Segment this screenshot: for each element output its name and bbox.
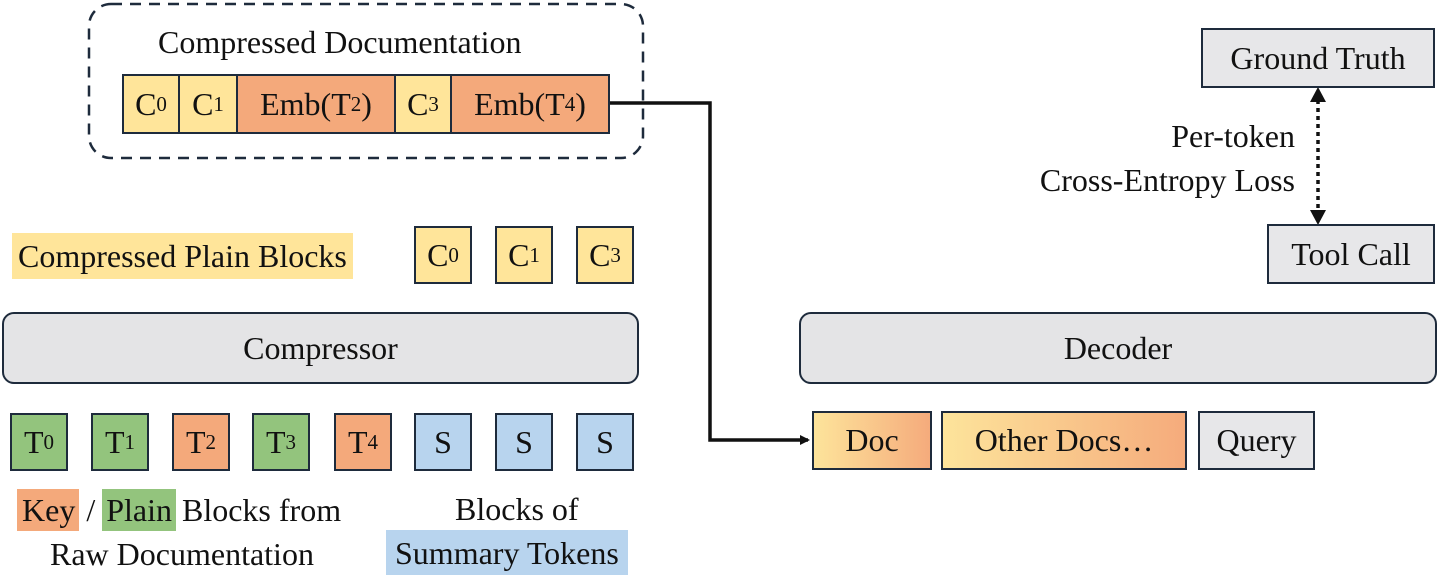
token-prefix: T <box>185 423 206 460</box>
legend-blocks-from: Blocks from <box>181 492 342 528</box>
token-prefix: S <box>515 423 533 460</box>
token-prefix: T <box>347 423 368 460</box>
summary-token-2: S <box>495 413 553 471</box>
block-prefix: C <box>508 236 530 273</box>
compressed-plain-blocks-label: Compressed Plain Blocks <box>12 233 353 279</box>
legend-slash: / <box>86 492 96 528</box>
loss-label-line1: Per-token <box>1171 118 1295 154</box>
compressed-documentation-container <box>87 2 645 160</box>
token-prefix: T <box>104 423 125 460</box>
decoder-module: Decoder <box>799 312 1437 384</box>
decoder-input-doc: Doc <box>812 411 932 470</box>
block-suffix: ) <box>361 85 372 122</box>
raw-blocks-legend-line1: Key / Plain Blocks from <box>17 487 341 533</box>
blocks-of-label: Blocks of <box>455 491 579 527</box>
token-prefix: T <box>265 423 286 460</box>
legend-key-highlight: Key <box>17 489 80 531</box>
block-prefix: Emb(T <box>474 85 565 122</box>
legend-plain-highlight: Plain <box>102 489 176 531</box>
block-suffix: ) <box>575 85 586 122</box>
block-prefix: C <box>192 85 214 122</box>
compressed-documentation-title: Compressed Documentation <box>158 24 522 60</box>
loss-label-line2: Cross-Entropy Loss <box>1039 162 1295 198</box>
loss-arrow-head-down <box>1310 210 1326 225</box>
raw-documentation-label: Raw Documentation <box>50 536 314 572</box>
tool-call-box: Tool Call <box>1267 224 1435 284</box>
token-prefix: S <box>596 423 614 460</box>
block-prefix: C <box>427 236 449 273</box>
block-prefix: Emb(T <box>260 85 351 122</box>
loss-arrow-head-up <box>1310 87 1326 102</box>
ground-truth-box: Ground Truth <box>1201 28 1435 88</box>
token-prefix: S <box>434 423 452 460</box>
decoder-input-query: Query <box>1198 411 1315 470</box>
compressor-module: Compressor <box>2 312 639 384</box>
doc-flow-arrow <box>609 101 810 445</box>
block-prefix: C <box>135 85 157 122</box>
summary-token-3: S <box>576 413 634 471</box>
summary-tokens-highlight: Summary Tokens <box>386 530 628 575</box>
block-prefix: C <box>589 236 611 273</box>
token-prefix: T <box>23 423 44 460</box>
summary-token-1: S <box>414 413 472 471</box>
decoder-input-other-docs: Other Docs… <box>941 411 1187 470</box>
block-prefix: C <box>407 85 429 122</box>
